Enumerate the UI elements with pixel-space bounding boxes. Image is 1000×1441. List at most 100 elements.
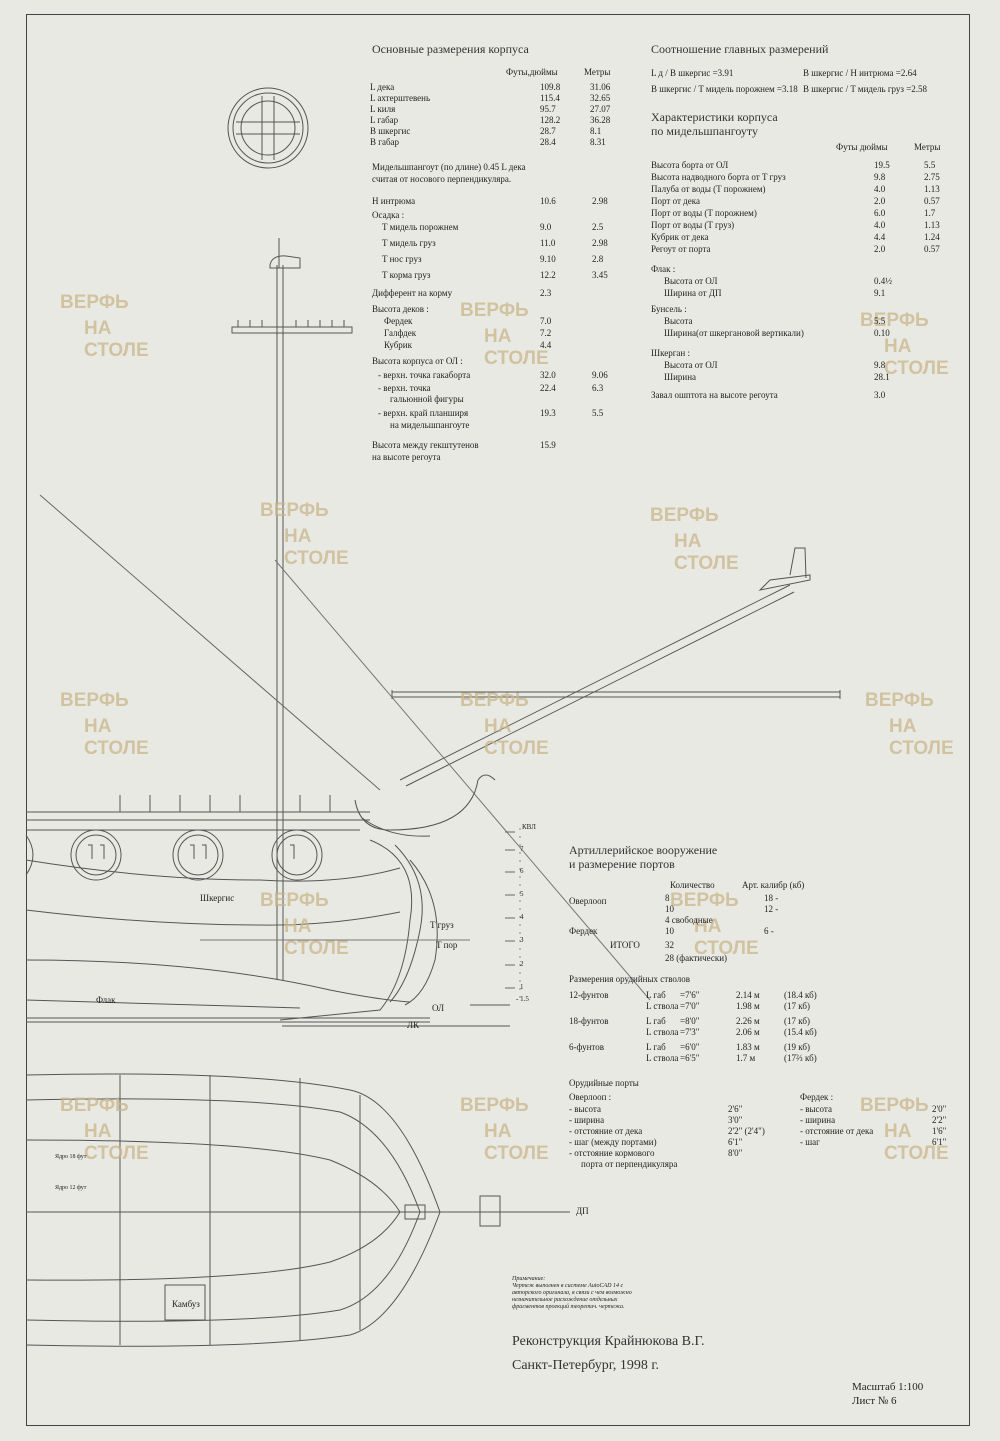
watermark-text: НА СТОЛЕ [694,916,759,959]
cell-m: 27.07 [590,104,611,114]
cell-ft: =6'5" [680,1053,700,1063]
cell-ft: 115.4 [540,93,560,103]
row-label: B шкергис [370,126,411,136]
watermark-text: НА СТОЛЕ [484,1121,549,1164]
total-value: 32 [665,940,674,950]
watermark-text: ВЕРФЬ [650,505,719,526]
between-label: Высота между гекштутенов [372,440,479,450]
row-label: T нос груз [382,254,422,264]
row-label: L ахтерштевень [370,93,431,103]
cell-value: 2'6" [728,1104,743,1114]
watermark-logo-icon: ВЕРФЬ НА СТОЛЕ [30,660,170,770]
ratios-title: Соотношение главных размерений [651,42,829,56]
ports-ferdek-label: Фердек : [800,1092,834,1102]
round-window-icon [227,87,309,169]
watermark-logo-icon: ВЕРФЬ НА СТОЛЕ [230,860,370,970]
row-label: - шаг [800,1137,820,1147]
cell-cal: 18 - [764,893,779,903]
depth-label: H интрюма [372,196,416,206]
wl-mark: 7 [520,845,524,853]
cell-ft: 7.0 [540,316,552,326]
cell-m: 1.13 [924,184,940,194]
cell-m: 8.1 [590,126,602,136]
row-label: Высота от ОЛ [664,360,718,370]
cell-ft: 28.7 [540,126,556,136]
cell-value: 2'2" [932,1115,947,1125]
cell-value: 8'0" [728,1148,743,1158]
total-label: ИТОГО [610,940,640,950]
cell-ft: 9.1 [874,288,886,298]
cell-sub: L габ [646,1016,666,1026]
cell-gun: 12-фунтов [569,990,609,1000]
ratio-value: B шкергис / H интрюма =2.64 [803,68,917,78]
row-label: на мидельшпангоуте [390,420,470,430]
draft-title: Осадка : [372,210,405,220]
cell-m: 5.5 [924,160,936,170]
ratio-value: L д / B шкергис =3.91 [651,68,734,78]
watermark-text: НА СТОЛЕ [674,531,739,574]
sheet-border [26,14,970,1426]
cell-ft: =7'3" [680,1027,700,1037]
watermark-logo-icon: ВЕРФЬ НА СТОЛЕ [30,1065,170,1175]
row-label: Порт от дека [651,196,700,206]
row-label: Порт от воды (T груз) [651,220,735,230]
col-m-header: Метры [914,142,941,152]
cell-m: 36.28 [590,115,611,125]
cell-qty: 4 свободные [665,915,713,925]
watermark-logo-icon: ВЕРФЬ НА СТОЛЕ [430,660,570,770]
cell-sub: L ствола [646,1053,679,1063]
row-label: L габар [370,115,399,125]
ferdek-cal: 6 - [764,926,774,936]
cell-ft: 9.10 [540,254,556,264]
depth-ft: 10.6 [540,196,556,206]
ports-overdeck-label: Оверлооп : [569,1092,612,1102]
wl-mark: 6 [520,867,524,875]
cell-m: 2.75 [924,172,940,182]
row-label: Ширина от ДП [664,288,722,298]
row-label: порта от перпендикуляра [581,1159,678,1169]
cell-m: 5.5 [592,408,604,418]
cell-m: 2.8 [592,254,604,264]
row-label: B габар [370,137,400,147]
ferdek-label: Фердек [569,926,598,936]
watermark-logo-icon: ВЕРФЬ НА СТОЛЕ [430,1065,570,1175]
midship-note: Мидельшпангоут (по длине) 0.45 L дека [372,162,526,172]
row-label: Высота надводного борта от T груз [651,172,786,182]
watermark-logo-icon: ВЕРФЬ НА СТОЛЕ [620,475,760,585]
plan-label: Ядро 18 фут [55,1154,87,1160]
cell-ft: 19.5 [874,160,890,170]
overdeck-label: Оверлооп [569,896,607,906]
label-ol: ОЛ [432,1003,445,1013]
row-label: Палуба от воды (T порожнем) [651,184,766,194]
watermark-text: НА СТОЛЕ [889,716,954,759]
row-label: Фердек [384,316,413,326]
cell-m: 0.57 [924,244,940,254]
cell-ft: 7.2 [540,328,552,338]
cell-ft: 109.8 [540,82,561,92]
artillery-title: Артиллерийское вооружение [569,843,718,857]
artillery-title: и размерение портов [569,857,675,871]
flag-title: Флак : [651,264,676,274]
row-label: - отстояние от дека [800,1126,874,1136]
midship-note: считая от носового перпендикуляра. [372,174,512,184]
row-label: Высота [664,316,693,326]
cell-ft: 28.4 [540,137,556,147]
cell-ft: 9.0 [540,222,552,232]
row-label: T мидель груз [382,238,436,248]
wl-mark: - 1.5 [516,995,529,1003]
midship-title: Характеристики корпуса [651,110,778,124]
row-label: - верхн. точка [378,383,431,393]
watermark-text: ВЕРФЬ [60,690,129,711]
cell-cal: (17⅔ кб) [784,1053,817,1063]
col-cal-header: Арт. калибр (кб) [742,880,805,890]
trim-ft: 2.3 [540,288,552,298]
watermark-text: ВЕРФЬ [260,500,329,521]
cell-value: 2'2" (2'4") [728,1126,765,1136]
cell-sub: L ствола [646,1001,679,1011]
cell-m: 3.45 [592,270,608,280]
wl-mark: 5 [520,890,524,898]
cell-ft: =7'0" [680,1001,700,1011]
cell-ft: 0.10 [874,328,890,338]
cell-ft: 32.0 [540,370,556,380]
